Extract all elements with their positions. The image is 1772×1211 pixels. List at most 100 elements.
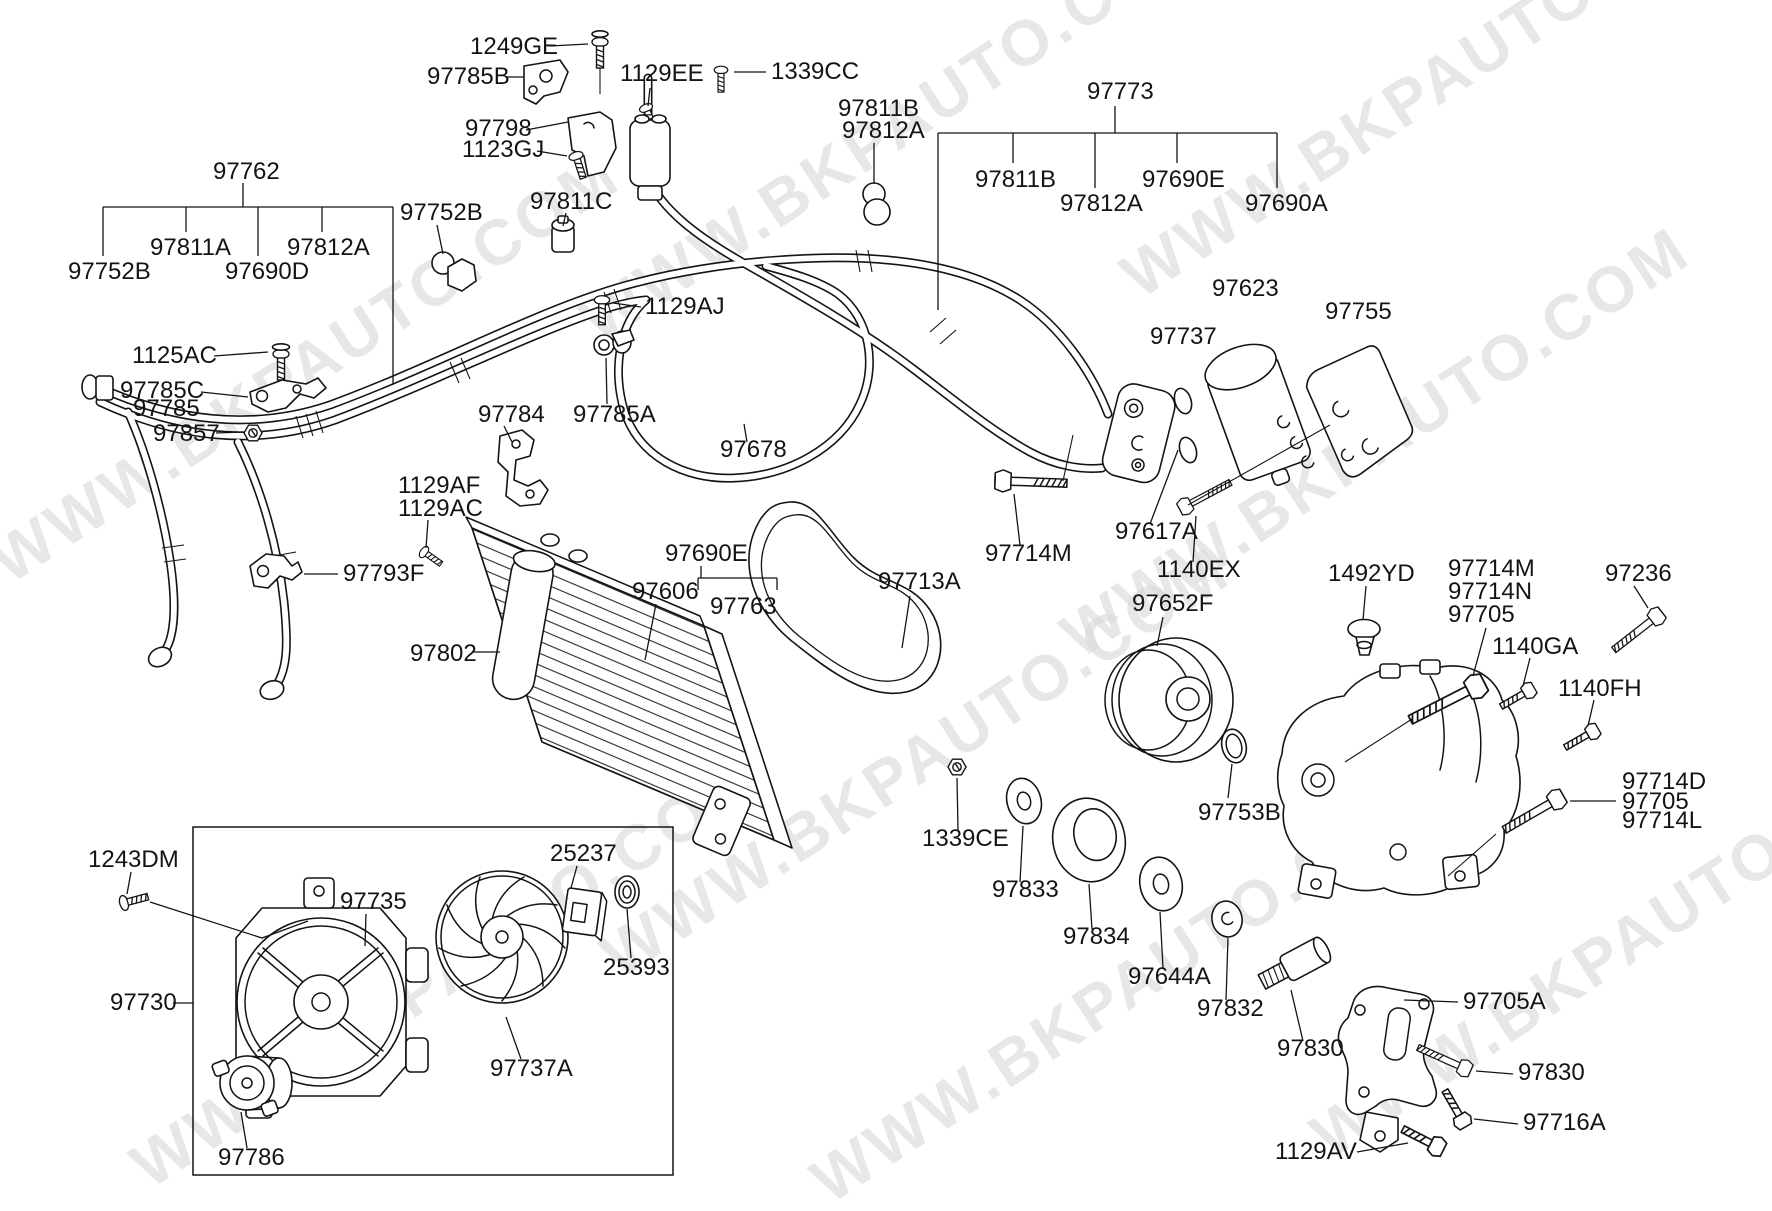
label-97690a: 97690A — [1245, 190, 1328, 217]
label-97716a: 97716A — [1523, 1109, 1606, 1136]
label-97678: 97678 — [720, 436, 787, 463]
clamp-97785a — [593, 334, 615, 356]
center-parts — [497, 295, 635, 507]
label-97798: 97798 — [465, 115, 532, 142]
label-25393: 25393 — [603, 954, 670, 981]
fan-assembly-97730 — [117, 826, 674, 1176]
clutch-coil-97834 — [1051, 797, 1127, 883]
bolt-1249ge — [591, 36, 609, 69]
label-97737: 97737 — [1150, 323, 1217, 350]
grommet-25393 — [614, 875, 640, 909]
label-97753b: 97753B — [1198, 799, 1281, 826]
fan-assembly-box — [192, 826, 674, 1176]
condenser-outlet-port — [568, 549, 588, 563]
label-1140ga: 1140GA — [1492, 633, 1578, 660]
right-side-parts — [993, 343, 1669, 877]
label-97811c: 97811C — [530, 188, 612, 215]
mid-left-parts — [243, 342, 446, 589]
top-fasteners-and-brackets — [431, 29, 729, 292]
label-97802: 97802 — [410, 640, 477, 667]
bolt-1129av — [1397, 1119, 1449, 1160]
label-97652f: 97652F — [1132, 590, 1213, 617]
resistor-25237 — [561, 887, 608, 942]
label-97705-right: 97705 — [1622, 788, 1689, 815]
label-97811b-pair: 97811B — [838, 95, 919, 122]
label-group-brackets — [102, 106, 1278, 590]
bolt-97236 — [1607, 604, 1669, 658]
label-97752b-left: 97752B — [68, 258, 151, 285]
label-97623: 97623 — [1212, 275, 1279, 302]
leader-lines — [126, 43, 1649, 1153]
o-ring-97753b — [1220, 728, 1248, 764]
label-97785c: 97785C — [120, 377, 204, 404]
bolt-1140fh — [1560, 720, 1604, 756]
label-1339ce: 1339CE — [922, 825, 1009, 852]
hose-grommet-97812a — [863, 198, 891, 226]
nut-97857 — [243, 424, 263, 442]
label-97714m-mid: 97714M — [985, 540, 1072, 567]
nut-1339ce — [947, 758, 967, 776]
label-97832: 97832 — [1197, 995, 1264, 1022]
pulley-97652f — [1104, 637, 1234, 763]
label-97714d: 97714D — [1622, 768, 1706, 795]
label-97812a-bracket: 97812A — [1060, 190, 1143, 217]
bracket-97773 — [937, 106, 1278, 310]
label-97730: 97730 — [110, 989, 177, 1016]
hose-end-fitting — [259, 679, 285, 701]
label-1129aj: 1129AJ — [645, 293, 725, 320]
bracket-97705a — [1337, 985, 1438, 1153]
label-97644a: 97644A — [1128, 963, 1211, 990]
leader-1243dm — [149, 901, 309, 939]
washer-97833 — [1005, 777, 1043, 825]
hose-end-fitting — [147, 646, 173, 668]
receiver-tank-97802 — [491, 549, 556, 701]
label-97834: 97834 — [1063, 923, 1130, 950]
label-97830-stud: 97830 — [1277, 1035, 1344, 1062]
label-1129af: 1129AF — [398, 472, 480, 499]
fan-blade-97737a — [435, 870, 569, 1004]
label-97811b-bracket: 97811B — [975, 166, 1056, 193]
fan-motor-97786 — [211, 1055, 293, 1117]
stud-97830 — [1257, 936, 1332, 990]
label-1492yd: 1492YD — [1328, 560, 1415, 587]
condenser-side-channel — [703, 625, 793, 849]
label-97705-stack: 97705 — [1448, 601, 1515, 628]
label-1249ge: 1249GE — [470, 33, 558, 60]
label-97763: 97763 — [710, 593, 777, 620]
bracket-97785c-97785 — [249, 377, 327, 413]
label-97714l: 97714L — [1622, 807, 1702, 834]
label-97812a-pair: 97812A — [842, 117, 925, 144]
label-97236: 97236 — [1605, 560, 1672, 587]
label-97793f: 97793F — [343, 560, 424, 587]
shim-97832 — [1211, 900, 1243, 938]
label-1140ex: 1140EX — [1157, 556, 1241, 583]
hose-junction-block — [629, 119, 671, 187]
condenser-97606 — [465, 516, 793, 857]
label-1125ac: 1125AC — [132, 342, 217, 369]
label-1129ee: 1129EE — [620, 60, 704, 87]
label-97714m-stack: 97714M — [1448, 555, 1535, 582]
label-1140fh: 1140FH — [1558, 675, 1642, 702]
label-97784: 97784 — [478, 401, 545, 428]
label-1123gj: 1123GJ — [462, 136, 544, 163]
bolt-1243dm — [117, 888, 151, 913]
label-97752b-mid: 97752B — [400, 199, 483, 226]
label-97690d: 97690D — [225, 258, 309, 285]
bracket-97690e — [697, 566, 778, 590]
bolt-97714m — [993, 468, 1069, 495]
label-97786: 97786 — [218, 1144, 285, 1171]
label-97755: 97755 — [1325, 298, 1392, 325]
bolt-1140ga — [1496, 679, 1540, 715]
label-97713a: 97713A — [878, 568, 961, 595]
hose-end-fitting — [95, 375, 114, 401]
clutch-plate-97644a — [1138, 856, 1184, 912]
label-97785: 97785 — [133, 395, 200, 422]
label-97690e-bracket: 97690E — [1142, 166, 1225, 193]
condenser-inlet-port — [540, 533, 560, 547]
label-1339cc: 1339CC — [771, 58, 859, 85]
manifold-block-97617a — [1101, 383, 1176, 484]
label-97785a: 97785A — [573, 401, 656, 428]
label-97714n: 97714N — [1448, 578, 1532, 605]
clip-1492yd — [1347, 618, 1381, 656]
